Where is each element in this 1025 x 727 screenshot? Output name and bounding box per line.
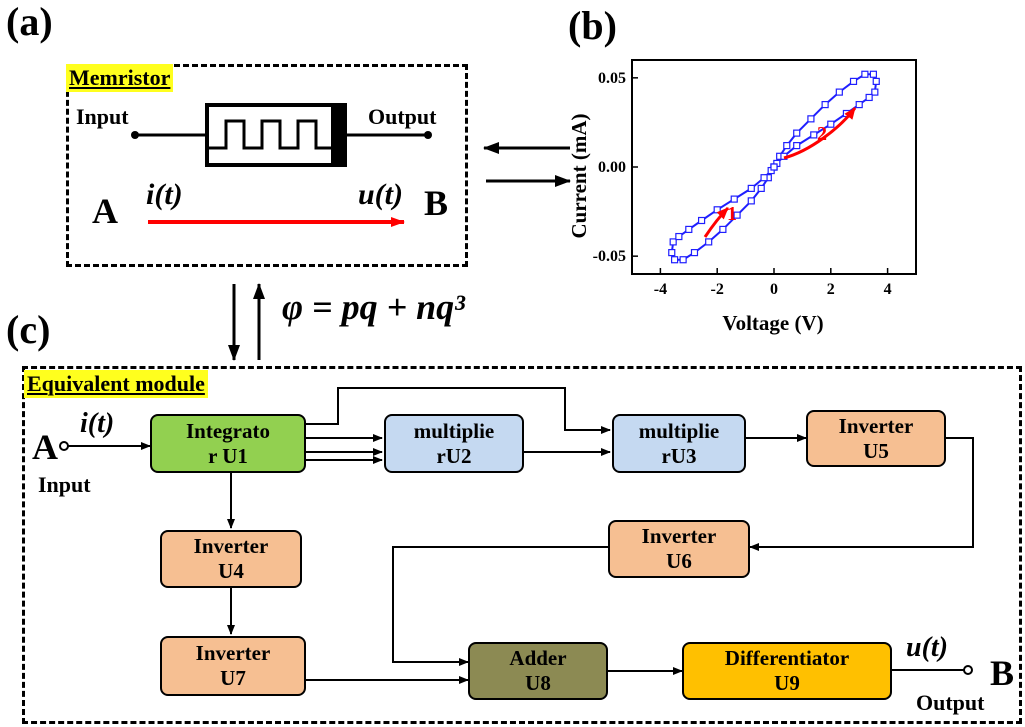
adder-u8-block: Adder U8 xyxy=(468,642,608,700)
data-point xyxy=(757,184,765,192)
flux-charge-equation: φ = pq + nq³ xyxy=(282,287,465,327)
x-tick-label: -2 xyxy=(711,281,724,298)
memristor-input-label: Input xyxy=(76,104,129,129)
memristor-tag: Memristor xyxy=(66,64,174,92)
voltage-label: u(t) xyxy=(358,178,403,211)
inverter-u4-block: Inverter U4 xyxy=(160,530,302,588)
y-tick-label: -0.05 xyxy=(593,248,626,265)
y-tick-label: 0.05 xyxy=(598,70,626,87)
data-point xyxy=(783,141,791,150)
data-point xyxy=(670,256,679,264)
direction-arrow-2 xyxy=(783,107,857,160)
data-point xyxy=(668,249,676,257)
data-point xyxy=(697,216,706,225)
hysteresis-chart: -4 -2 0 2 4 0.05 0.00 -0.05 1 2 Voltage (V) Cur… xyxy=(567,59,917,335)
direction-arrow-1 xyxy=(703,206,730,238)
data-point xyxy=(747,184,755,192)
current-label: i(t) xyxy=(146,178,183,211)
data-point xyxy=(872,77,880,85)
data-point xyxy=(835,88,843,96)
data-point xyxy=(730,195,738,203)
module-input-node: A xyxy=(32,427,58,467)
node-b-label: B xyxy=(424,183,449,223)
data-point xyxy=(770,163,778,171)
differentiator-u9-block: Differentiator U9 xyxy=(682,642,892,700)
data-point xyxy=(675,232,683,241)
x-tick-label: 0 xyxy=(770,281,778,298)
panel-label-b: (b) xyxy=(568,3,617,48)
memristor-panel xyxy=(66,64,468,267)
module-output-terminal xyxy=(963,665,973,675)
integrator-u1-block: Integrato r U1 xyxy=(150,414,306,473)
data-point xyxy=(807,115,815,123)
data-point xyxy=(865,93,873,102)
data-point xyxy=(719,225,727,234)
module-output-label: Output xyxy=(916,690,985,715)
x-tick-label: 4 xyxy=(884,281,892,298)
module-input-label: Input xyxy=(38,472,91,497)
multiplier-u3-block: multiplie rU3 xyxy=(612,414,746,473)
data-point xyxy=(733,211,741,219)
inverter-u6-block: Inverter U6 xyxy=(608,520,750,578)
data-point xyxy=(760,174,768,182)
annotation-2: 2 xyxy=(817,123,827,145)
data-point xyxy=(810,131,818,139)
data-point xyxy=(713,206,721,214)
y-axis-label: Current (mA) xyxy=(567,113,591,238)
multiplier-u2-block: multiplie rU2 xyxy=(384,414,524,473)
data-point xyxy=(685,225,693,234)
panel-label-a: (a) xyxy=(6,0,53,44)
data-point xyxy=(861,70,869,78)
equivalent-module-panel xyxy=(22,366,1022,724)
output-terminal xyxy=(424,131,432,139)
signal-connectors xyxy=(59,387,974,684)
memristor-symbol xyxy=(131,103,432,167)
memristor-output-label: Output xyxy=(368,104,437,129)
data-point xyxy=(849,77,858,85)
data-point xyxy=(869,70,877,78)
data-point xyxy=(793,129,801,137)
panel-label-c: (c) xyxy=(6,307,51,352)
module-output-node: B xyxy=(990,653,1015,693)
data-point xyxy=(690,249,699,257)
data-point xyxy=(871,88,879,96)
input-terminal xyxy=(131,131,139,139)
x-axis-label: Voltage (V) xyxy=(722,311,823,335)
data-point xyxy=(821,100,829,109)
data-point xyxy=(793,141,801,150)
x-tick-label: 2 xyxy=(827,281,835,298)
data-point xyxy=(669,238,677,246)
data-point xyxy=(747,197,755,205)
node-a-label: A xyxy=(92,191,118,231)
data-point xyxy=(679,256,687,264)
inverter-u5-block: Inverter U5 xyxy=(806,410,946,467)
y-tick-label: 0.00 xyxy=(598,159,626,176)
inverter-u7-block: Inverter U7 xyxy=(160,636,306,696)
module-current-label: i(t) xyxy=(80,408,115,439)
data-point xyxy=(827,120,835,128)
equivalent-module-tag: Equivalent module xyxy=(24,370,208,398)
annotation-1: 1 xyxy=(727,203,737,225)
x-tick-label: -4 xyxy=(654,281,667,298)
data-point xyxy=(855,100,863,109)
data-point xyxy=(705,238,713,246)
module-voltage-label: u(t) xyxy=(906,632,948,663)
